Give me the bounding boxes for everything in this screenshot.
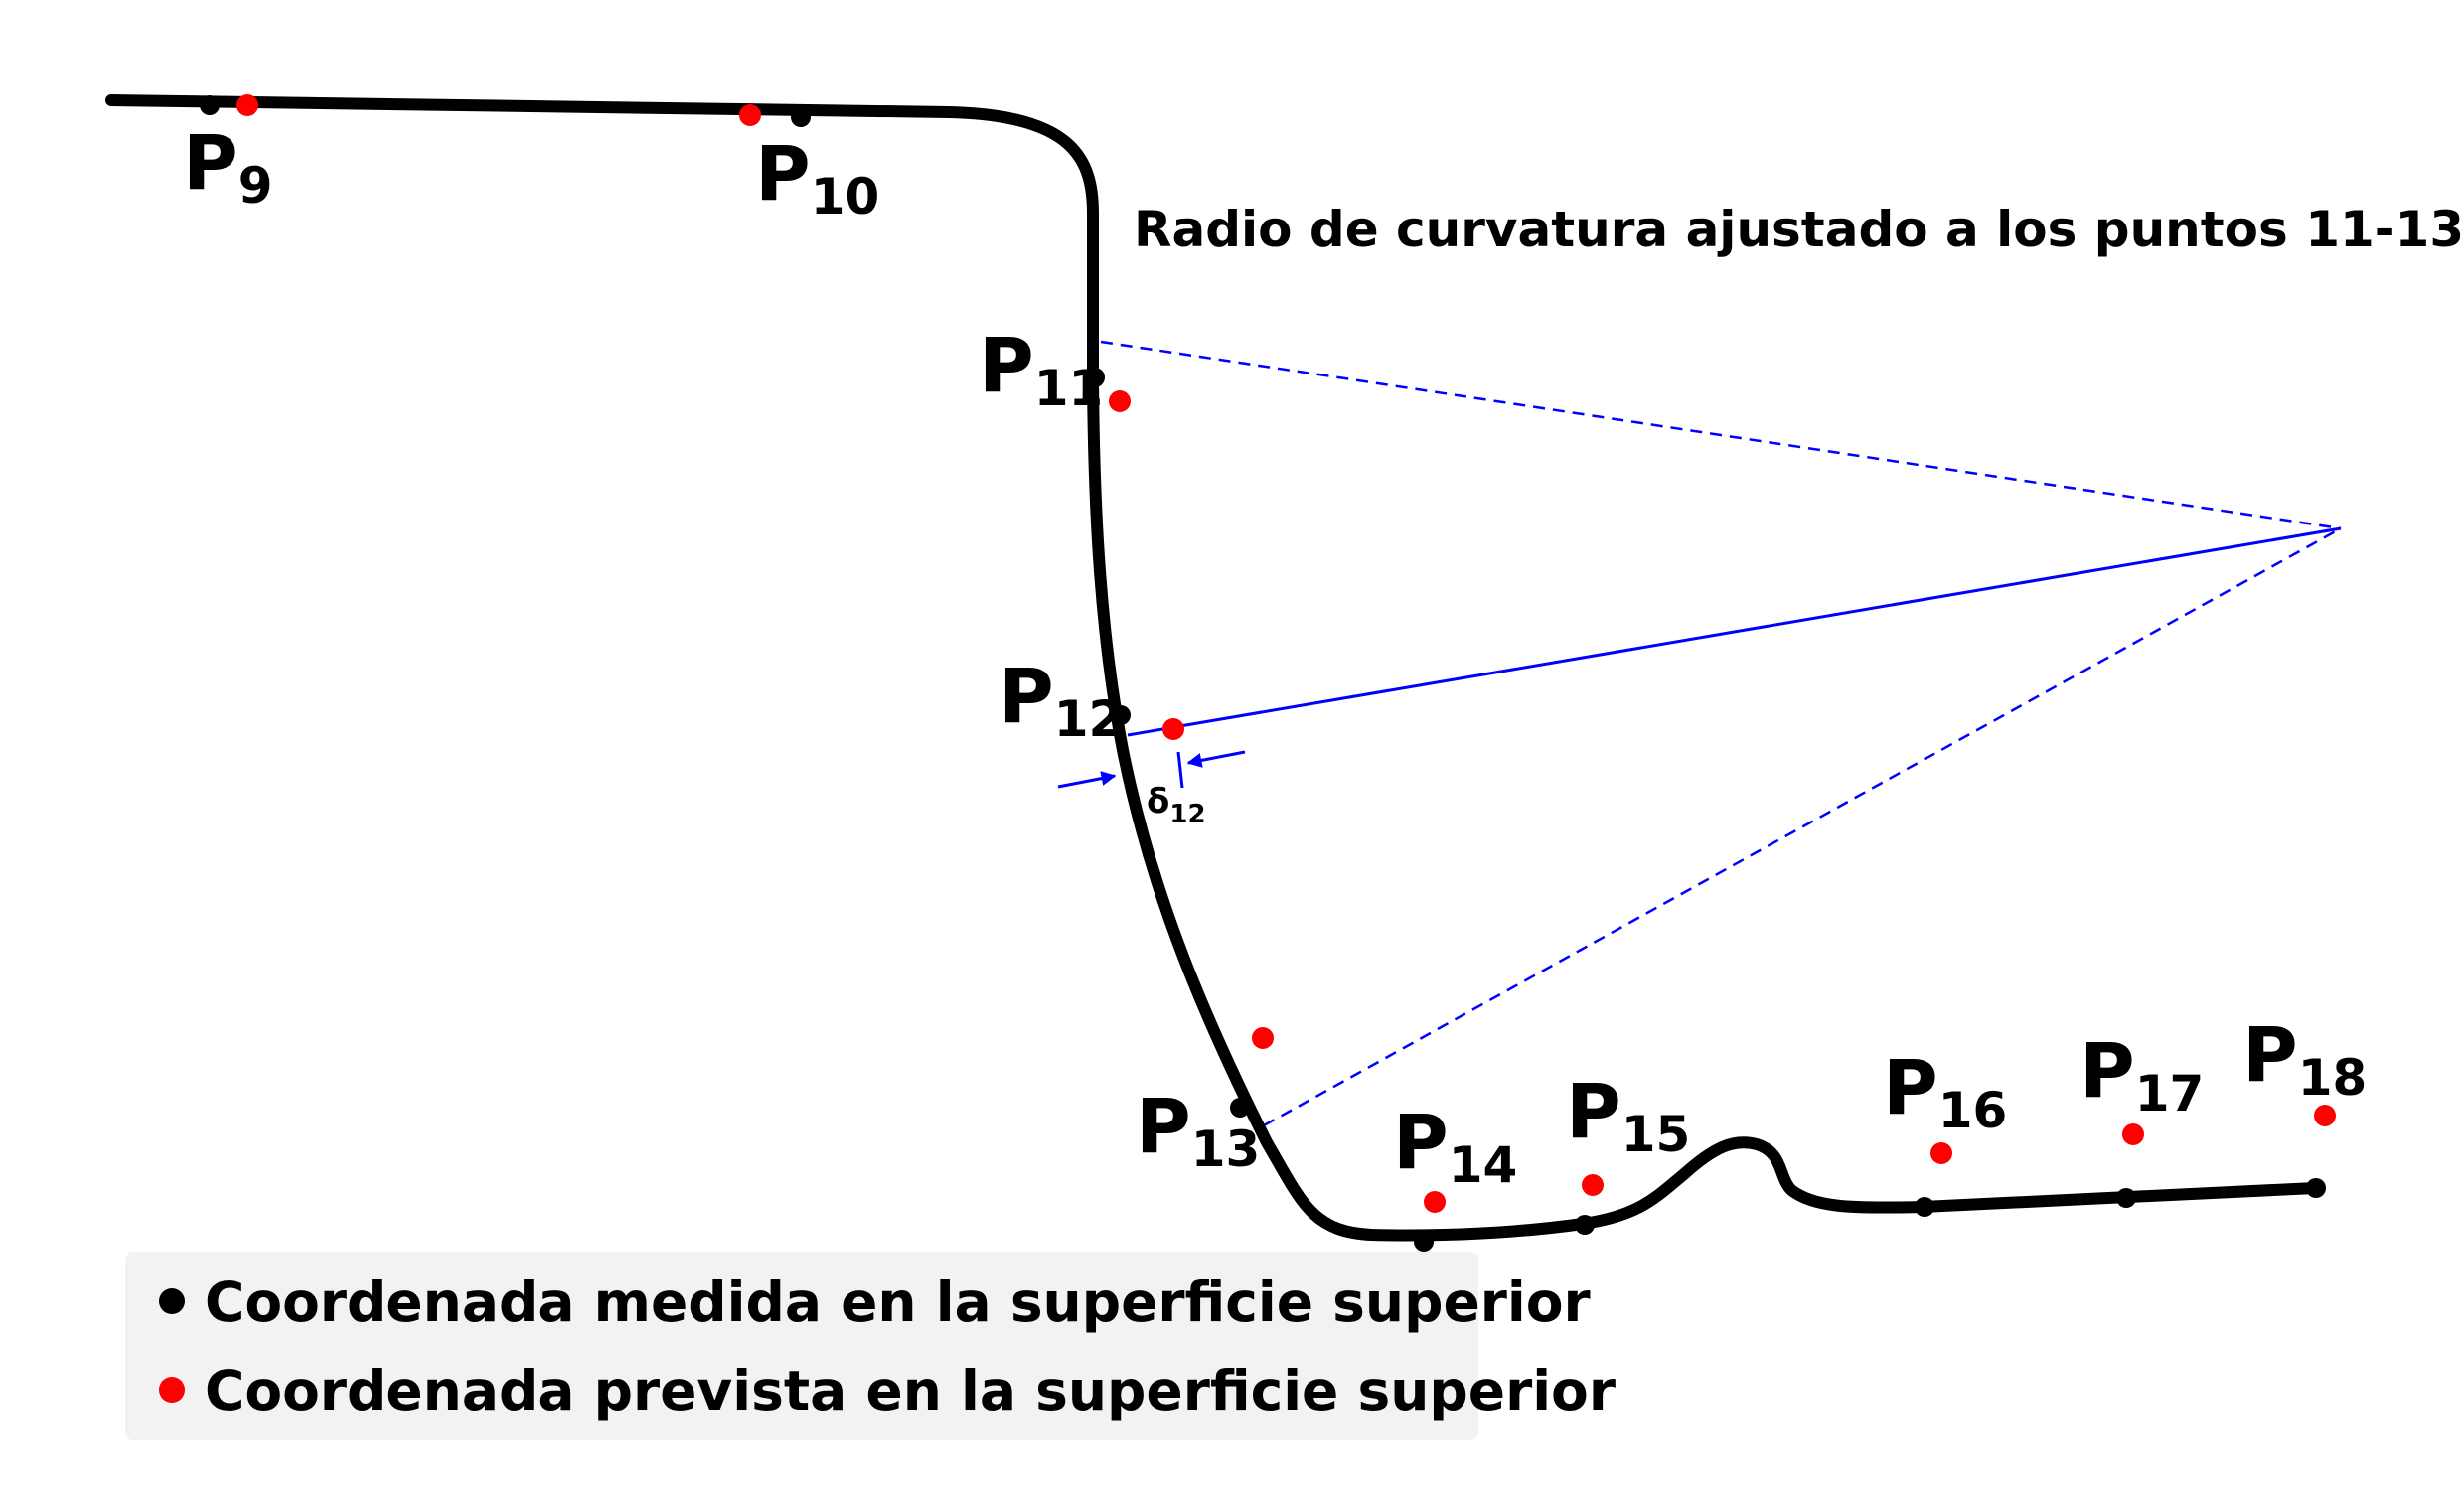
deviation-tick	[1176, 751, 1184, 789]
predicted-point	[1582, 1174, 1604, 1196]
measured-points	[200, 95, 2326, 1252]
curvature-annotation-title: Radio de curvatura ajustado a los puntos…	[1134, 201, 2464, 258]
point-label-p15: P15	[1566, 1067, 1690, 1163]
point-label-p11: P11	[979, 321, 1103, 417]
construction-lines	[1057, 340, 2342, 1127]
point-label-p12: P12	[999, 652, 1123, 748]
deviation-arrow-right	[1186, 750, 1246, 768]
radius-dashed-lower	[1263, 526, 2342, 1127]
predicted-point	[1162, 718, 1184, 740]
measured-point	[1111, 705, 1131, 725]
measured-point	[1085, 368, 1105, 387]
measured-point	[2306, 1178, 2326, 1198]
deviation-label: δ12	[1147, 782, 1206, 829]
measured-point	[791, 107, 811, 127]
point-label-p9: P9	[183, 118, 273, 215]
point-label-p18: P18	[2242, 1010, 2367, 1107]
legend-measured-marker	[159, 1288, 185, 1314]
legend-measured-label: Coordenada medida en la superficie super…	[205, 1271, 1591, 1334]
point-label-p17: P17	[2079, 1026, 2204, 1122]
measured-point	[1230, 1098, 1250, 1118]
measured-point	[1575, 1215, 1595, 1235]
deviation-arrow-left	[1057, 771, 1117, 789]
radius-dashed-upper	[1100, 340, 2342, 530]
point-labels: P9 P10 P11 P12 P13 P14 P15 P16 P17 P18	[183, 118, 2367, 1194]
legend: Coordenada medida en la superficie super…	[125, 1252, 1616, 1440]
predicted-point	[2122, 1123, 2144, 1145]
predicted-point	[1930, 1142, 1952, 1164]
predicted-point	[2314, 1105, 2336, 1126]
predicted-point	[236, 94, 258, 116]
predicted-point	[1424, 1191, 1446, 1213]
point-label-p16: P16	[1883, 1043, 2007, 1139]
measured-point	[2116, 1188, 2136, 1208]
surface-profile-curve	[105, 94, 2321, 1242]
predicted-point	[1109, 390, 1131, 412]
measured-point	[200, 95, 220, 115]
point-label-p14: P14	[1393, 1098, 1517, 1194]
predicted-points	[236, 94, 2336, 1213]
legend-predicted-label: Coordenada prevista en la superficie sup…	[205, 1359, 1616, 1422]
measured-point	[1915, 1197, 1934, 1217]
legend-predicted-marker	[159, 1377, 185, 1403]
radius-solid	[1127, 526, 2342, 737]
predicted-point	[1252, 1027, 1274, 1049]
legend-background	[125, 1252, 1478, 1440]
point-label-p10: P10	[755, 129, 879, 225]
measured-point	[1414, 1232, 1434, 1252]
predicted-point	[739, 104, 761, 126]
point-label-p13: P13	[1136, 1082, 1260, 1178]
